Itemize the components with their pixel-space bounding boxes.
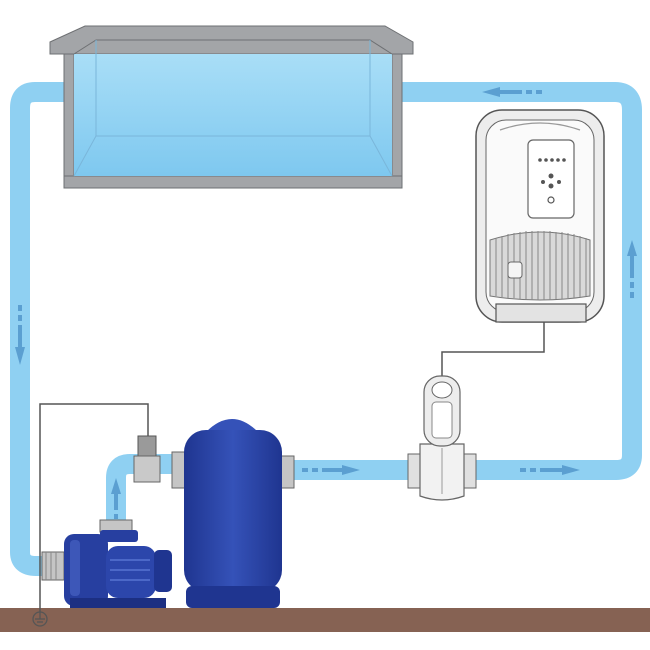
- pump-inlet-coupling: [41, 551, 65, 581]
- flow-arrows: [15, 87, 637, 519]
- filter-inlet-coupling: [171, 451, 187, 489]
- electrolysis-cell: [407, 375, 477, 501]
- pool-wall-left: [63, 53, 75, 189]
- flow-arrow-icon: [111, 478, 121, 519]
- filter-outlet-coupling: [279, 455, 295, 489]
- control-vent-area: [489, 231, 591, 301]
- control-unit-bracket: [495, 303, 587, 323]
- control-buttons: [541, 173, 561, 204]
- cell-coupling-right: [463, 453, 477, 489]
- cell-cable: [441, 318, 545, 376]
- flow-arrow-icon: [15, 305, 25, 365]
- filter-dome: [206, 419, 258, 432]
- status-leds: [538, 158, 566, 162]
- pump-power-cable: [39, 403, 149, 612]
- cell-coupling-left: [407, 453, 421, 489]
- control-unit: [475, 109, 605, 323]
- pump-base: [70, 598, 166, 608]
- filter-tank: [184, 430, 282, 592]
- ground-icon: [32, 611, 48, 627]
- flow-arrow-icon: [302, 465, 360, 475]
- flow-arrow-icon: [482, 87, 542, 97]
- vent-slots: [495, 231, 587, 300]
- flow-arrow-icon: [520, 465, 580, 475]
- ground: [0, 608, 650, 632]
- pool-water: [74, 54, 392, 176]
- wiring: [39, 318, 545, 612]
- control-unit-handle: [507, 261, 523, 279]
- filter-base: [186, 586, 280, 608]
- pool-perspective-lines: [73, 39, 393, 55]
- suction-pipe-left: [10, 82, 68, 576]
- flow-arrow-icon: [627, 240, 637, 298]
- pool-wall-right: [391, 53, 403, 189]
- pipe-pump-to-filter: [106, 454, 180, 528]
- pump-motor-cap: [154, 550, 172, 592]
- sand-filter: [171, 419, 295, 608]
- control-display-panel: [527, 139, 575, 219]
- pump: [41, 519, 172, 608]
- pump-motor: [106, 546, 156, 598]
- pool-floor: [63, 175, 403, 189]
- control-unit-top-bezel: [499, 122, 581, 131]
- pool: [49, 25, 414, 189]
- flow-sensor: [133, 435, 161, 483]
